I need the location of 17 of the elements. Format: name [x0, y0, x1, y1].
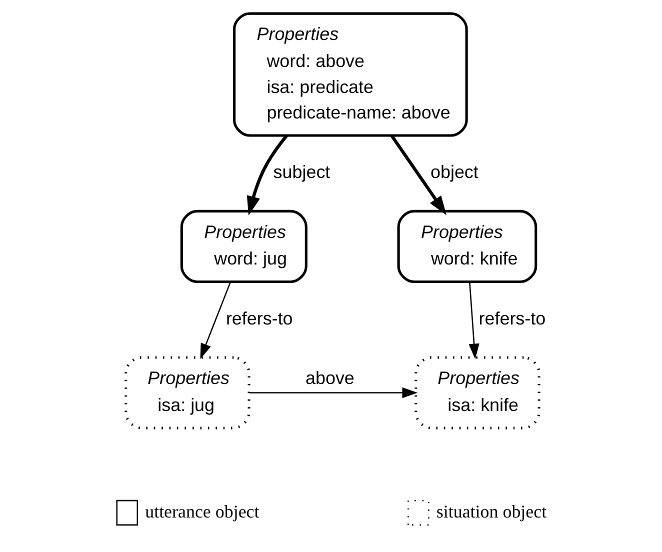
edge-label: refers-to: [225, 308, 292, 328]
arrow: [246, 134, 288, 216]
node-box: Properties isa: jug: [124, 356, 250, 430]
node-box: Properties word: knife: [396, 210, 537, 284]
node-box: Properties word: jug: [180, 210, 307, 284]
edge-label: above: [305, 368, 354, 388]
legend-label: situation object: [436, 502, 546, 522]
legend-label: utterance object: [144, 502, 259, 522]
edge-label: object: [430, 162, 478, 182]
arrow: [468, 282, 479, 360]
node-box: Properties isa: knife: [414, 356, 540, 430]
arrow: [200, 282, 231, 359]
edge-label: subject: [272, 162, 330, 182]
arrow: [248, 387, 418, 398]
arrow: [390, 134, 446, 216]
node-box: Properties word: above isa: predicate predicate-name: above: [232, 12, 468, 137]
edge-label: refers-to: [478, 308, 546, 328]
